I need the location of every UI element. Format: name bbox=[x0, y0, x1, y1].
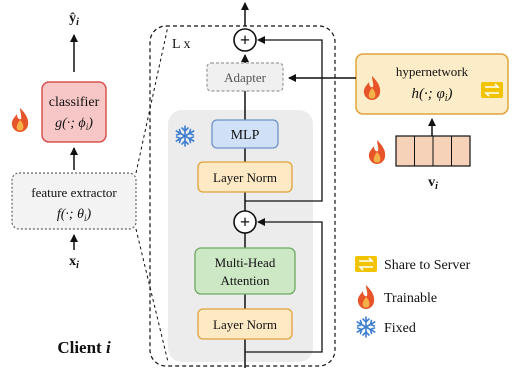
attention-label-line1: Multi-Head bbox=[215, 255, 276, 270]
zoom-line-bottom bbox=[135, 228, 169, 363]
repeat-label: L x bbox=[172, 37, 191, 52]
attention-label-line2: Attention bbox=[220, 273, 270, 288]
classifier-box bbox=[41, 81, 107, 143]
layer-norm-top-label: Layer Norm bbox=[213, 170, 277, 185]
output-label: ŷi bbox=[69, 11, 79, 28]
block-outline bbox=[149, 25, 336, 367]
top-add-node bbox=[233, 28, 257, 52]
layer-norm-bottom-label: Layer Norm bbox=[213, 317, 277, 332]
adapter-box bbox=[206, 62, 284, 92]
transformer-block: L x + Adapter MLP Layer Norm + Multi-Hea… bbox=[149, 2, 336, 368]
adapter-label: Adapter bbox=[224, 70, 267, 85]
legend-fixed-label: Fixed bbox=[384, 321, 416, 336]
client-column: ŷi classifier g(·; ϕi) feature extractor… bbox=[11, 11, 169, 363]
hypernetwork-function: h(·; φi) bbox=[411, 86, 452, 104]
embedding-label: vi bbox=[428, 175, 438, 192]
classifier-title: classifier bbox=[49, 95, 100, 110]
residual-top bbox=[245, 36, 323, 202]
hypernetwork-group: hypernetwork h(·; φi) vi bbox=[288, 53, 509, 192]
top-add-symbol: + bbox=[240, 30, 250, 50]
legend-share-label: Share to Server bbox=[384, 258, 471, 273]
legend-share-icon bbox=[354, 255, 378, 273]
hypernetwork-title: hypernetwork bbox=[396, 64, 469, 79]
attention-box bbox=[194, 247, 296, 295]
residual-bottom bbox=[245, 218, 323, 353]
hypernetwork-share-icon bbox=[480, 81, 504, 99]
middle-add-symbol: + bbox=[240, 212, 250, 232]
embedding-trainable-icon bbox=[368, 140, 386, 164]
feature-extractor-box bbox=[11, 172, 137, 230]
hypernetwork-box bbox=[355, 53, 509, 115]
mlp-box bbox=[211, 119, 279, 149]
legend-fixed-icon bbox=[356, 316, 376, 338]
input-label: xi bbox=[69, 254, 79, 271]
client-label: Client i bbox=[57, 338, 111, 357]
legend-trainable-icon bbox=[357, 285, 375, 309]
classifier-function: g(·; ϕi) bbox=[55, 116, 93, 132]
feature-extractor-title: feature extractor bbox=[31, 185, 117, 200]
mlp-label: MLP bbox=[231, 128, 260, 143]
classifier-trainable-icon bbox=[11, 108, 29, 132]
legend-trainable-label: Trainable bbox=[384, 291, 437, 306]
layer-norm-bottom-box bbox=[197, 308, 293, 340]
middle-add-node bbox=[233, 210, 257, 234]
layer-norm-top-box bbox=[197, 161, 293, 193]
legend: Share to Server Trainable Fixed bbox=[354, 255, 471, 338]
zoom-line-top bbox=[135, 25, 169, 174]
feature-extractor-function: f(·; θi) bbox=[57, 207, 92, 223]
